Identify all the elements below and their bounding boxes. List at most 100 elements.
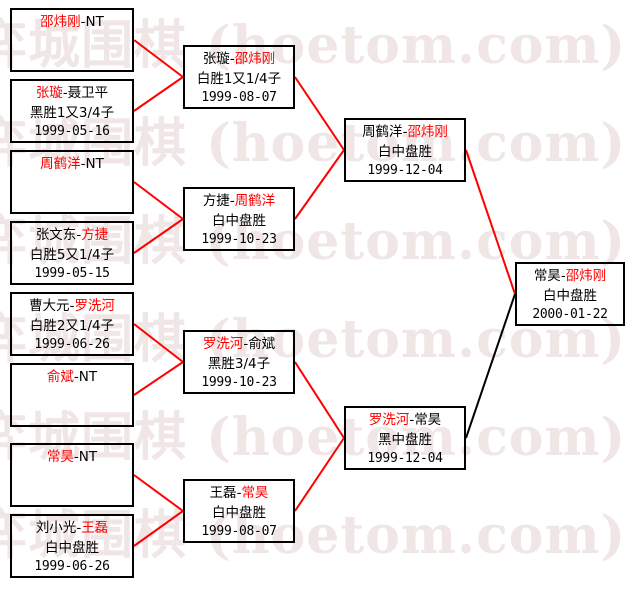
match-players: 曹大元-罗洗河	[12, 297, 132, 317]
match-players: 俞斌-NT	[12, 368, 132, 388]
match-box-r1m7[interactable]: 常昊-NT	[10, 443, 134, 507]
connector-r1m7-to-r2m4	[133, 474, 184, 512]
match-result: 黑中盘胜	[378, 431, 432, 448]
match-result: 白中盘胜	[378, 143, 432, 160]
match-date: 1999-12-04	[367, 451, 443, 467]
player-left: 周鹤洋	[40, 156, 81, 172]
match-result: 白中盘胜	[212, 504, 266, 521]
player-right: NT	[78, 369, 98, 385]
player-right: 俞斌	[248, 336, 276, 352]
match-box-sf2[interactable]: 罗洗河-常昊黑中盘胜 1999-12-04	[344, 406, 466, 470]
match-result: 白胜2又1/4子	[29, 317, 115, 334]
player-separator: -	[62, 85, 68, 101]
match-date: 1999-05-16	[34, 124, 110, 140]
player-left: 周鹤洋	[362, 124, 403, 140]
connector-r1m8-to-r2m4	[133, 510, 184, 547]
player-right: 常昊	[241, 485, 269, 501]
match-result: 白中盘胜	[212, 212, 266, 229]
connector-r1m2-to-r2m1	[133, 76, 184, 112]
player-right: 邵炜刚	[234, 51, 276, 67]
match-result: 黑胜3/4子	[207, 355, 271, 372]
player-right: NT	[85, 14, 104, 30]
player-left: 常昊	[533, 268, 561, 284]
player-right: 罗洗河	[74, 298, 115, 314]
match-date: 1999-05-15	[34, 266, 110, 282]
match-result: 白中盘胜	[45, 539, 99, 556]
player-separator: -	[76, 520, 82, 536]
player-left: 常昊	[46, 449, 74, 465]
player-separator: -	[402, 124, 408, 140]
player-right: 王磊	[81, 520, 109, 536]
connector-sf2-to-final	[465, 293, 516, 439]
player-separator: -	[229, 193, 235, 209]
player-left: 张璇	[35, 85, 63, 101]
player-separator: -	[243, 336, 249, 352]
connector-sf1-to-final	[465, 149, 516, 295]
player-left: 刘小光	[35, 520, 77, 536]
player-right: NT	[78, 449, 98, 465]
match-date: 1999-08-07	[201, 90, 277, 106]
connector-r1m1-to-r2m1	[133, 39, 184, 78]
match-box-r1m2[interactable]: 张璇-聂卫平黑胜1又3/4子 1999-05-16	[10, 79, 134, 143]
match-players: 常昊-邵炜刚	[517, 267, 623, 287]
player-left: 王磊	[209, 485, 237, 501]
match-result: 白胜1又1/4子	[196, 70, 282, 87]
match-players: 张璇-邵炜刚	[185, 50, 293, 70]
match-players: 常昊-NT	[12, 448, 132, 468]
match-date: 1999-12-04	[367, 163, 443, 179]
match-players: 方捷-周鹤洋	[185, 192, 293, 212]
player-separator: -	[229, 51, 235, 67]
connector-r2m4-to-sf2	[294, 437, 345, 512]
match-result: 黑胜1又3/4子	[29, 104, 115, 121]
player-left: 罗洗河	[202, 336, 244, 352]
player-separator: -	[80, 156, 86, 172]
player-left: 俞斌	[46, 369, 74, 385]
player-right: 邵炜刚	[407, 124, 448, 140]
match-box-r1m5[interactable]: 曹大元-罗洗河白胜2又1/4子 1999-06-26	[10, 292, 134, 356]
match-date: 1999-06-26	[34, 337, 110, 353]
player-separator: -	[76, 227, 82, 243]
player-separator: -	[236, 485, 242, 501]
match-players: 周鹤洋-邵炜刚	[346, 123, 464, 143]
player-separator: -	[80, 14, 86, 30]
match-players: 刘小光-王磊	[12, 519, 132, 539]
match-box-r2m2[interactable]: 方捷-周鹤洋白中盘胜 1999-10-23	[183, 187, 295, 251]
player-left: 曹大元	[29, 298, 70, 314]
player-separator: -	[409, 412, 415, 428]
player-right: 常昊	[414, 412, 442, 428]
match-players: 邵炜刚-NT	[12, 13, 132, 33]
connector-r2m3-to-sf2	[294, 361, 345, 439]
connector-r2m1-to-sf1	[294, 76, 345, 151]
player-right: 周鹤洋	[234, 193, 276, 209]
match-date: 1999-10-23	[201, 232, 277, 248]
match-result: 白中盘胜	[543, 287, 597, 304]
connector-r1m4-to-r2m2	[133, 218, 184, 254]
player-left: 张文东	[35, 227, 77, 243]
match-box-r1m1[interactable]: 邵炜刚-NT	[10, 8, 134, 72]
match-players: 周鹤洋-NT	[12, 155, 132, 175]
connector-r1m6-to-r2m3	[133, 361, 184, 396]
match-players: 王磊-常昊	[185, 484, 293, 504]
player-left: 邵炜刚	[40, 14, 81, 30]
player-left: 罗洗河	[368, 412, 410, 428]
player-right: NT	[85, 156, 104, 172]
match-box-r1m6[interactable]: 俞斌-NT	[10, 363, 134, 427]
match-date: 1999-06-26	[34, 559, 110, 575]
match-players: 罗洗河-俞斌	[185, 335, 293, 355]
player-right: 邵炜刚	[565, 268, 607, 284]
match-box-r1m3[interactable]: 周鹤洋-NT	[10, 150, 134, 214]
player-left: 张璇	[202, 51, 230, 67]
connector-r1m5-to-r2m3	[133, 323, 184, 363]
player-separator: -	[73, 369, 79, 385]
player-right: 聂卫平	[67, 85, 109, 101]
connector-r1m3-to-r2m2	[133, 181, 184, 220]
match-date: 1999-10-23	[201, 375, 277, 391]
